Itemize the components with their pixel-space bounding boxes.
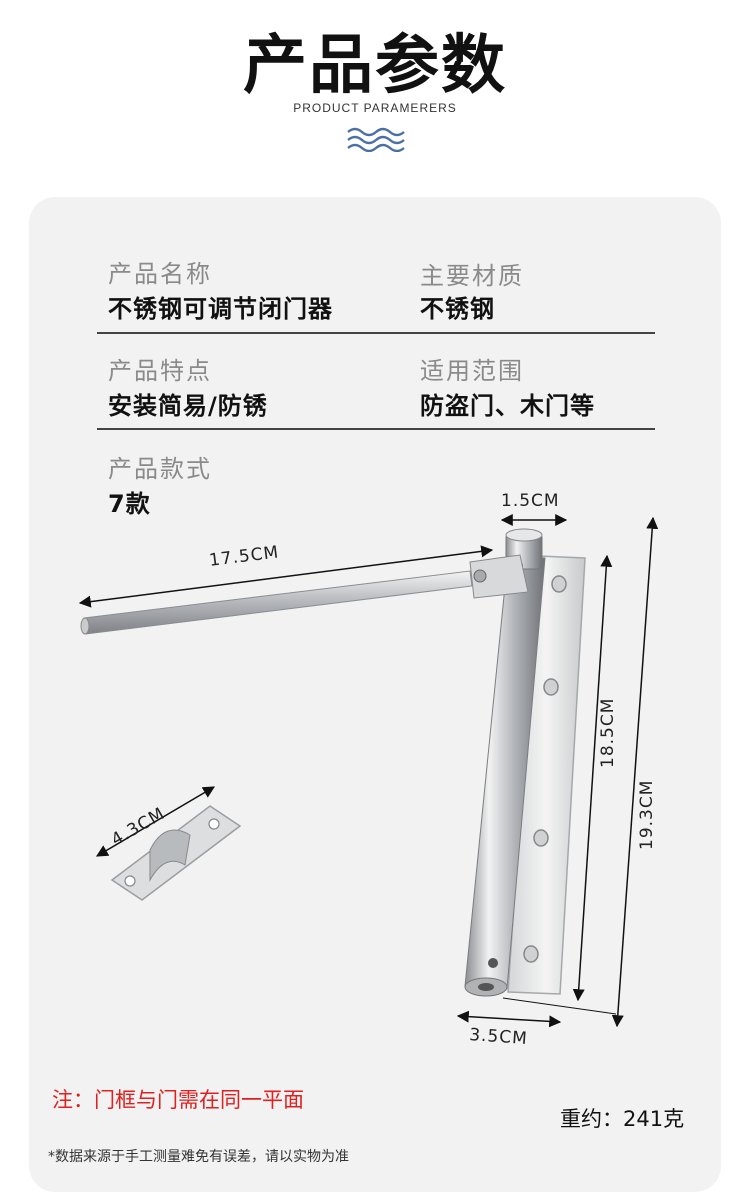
style-value: 7款 <box>108 490 151 518</box>
divider <box>97 332 655 334</box>
total-height-label: 19.3CM <box>637 779 657 850</box>
feature-label: 产品特点 <box>108 357 212 385</box>
feature-value: 安装简易/防锈 <box>108 392 268 420</box>
material-value: 不锈钢 <box>420 295 495 323</box>
product-name-value: 不锈钢可调节闭门器 <box>108 295 333 323</box>
bracket-width-dim-line <box>95 786 216 857</box>
scope-label: 适用范围 <box>420 357 524 385</box>
bottom-width-label: 3.5CM <box>468 1025 529 1050</box>
plate-height-dim-line <box>572 554 613 1002</box>
total-height-dim-line <box>611 516 659 1028</box>
plate-height-label: 18.5CM <box>598 697 618 768</box>
style-label: 产品款式 <box>108 455 212 483</box>
arm-bracket <box>469 554 529 599</box>
bottom-width-dim-line <box>456 1010 562 1028</box>
wave-decoration-icon <box>347 127 405 152</box>
weight-label: 重约：241克 <box>560 1107 685 1131</box>
measurement-footnote: *数据来源于手工测量难免有误差，请以实物为准 <box>48 1149 349 1165</box>
divider <box>97 428 655 430</box>
top-width-label: 1.5CM <box>501 491 560 511</box>
extension-line <box>502 997 617 1015</box>
installation-note: 注：门框与门需在同一平面 <box>52 1088 304 1112</box>
page-title: 产品参数 <box>243 29 507 103</box>
arm-rod <box>80 570 473 635</box>
scope-value: 防盗门、木门等 <box>420 392 595 420</box>
material-label: 主要材质 <box>420 262 524 290</box>
product-name-label: 产品名称 <box>108 260 212 288</box>
page-subtitle: PRODUCT PARAMERERS <box>293 101 457 115</box>
mounting-plate <box>507 555 586 995</box>
arm-length-dim-line <box>78 545 494 608</box>
